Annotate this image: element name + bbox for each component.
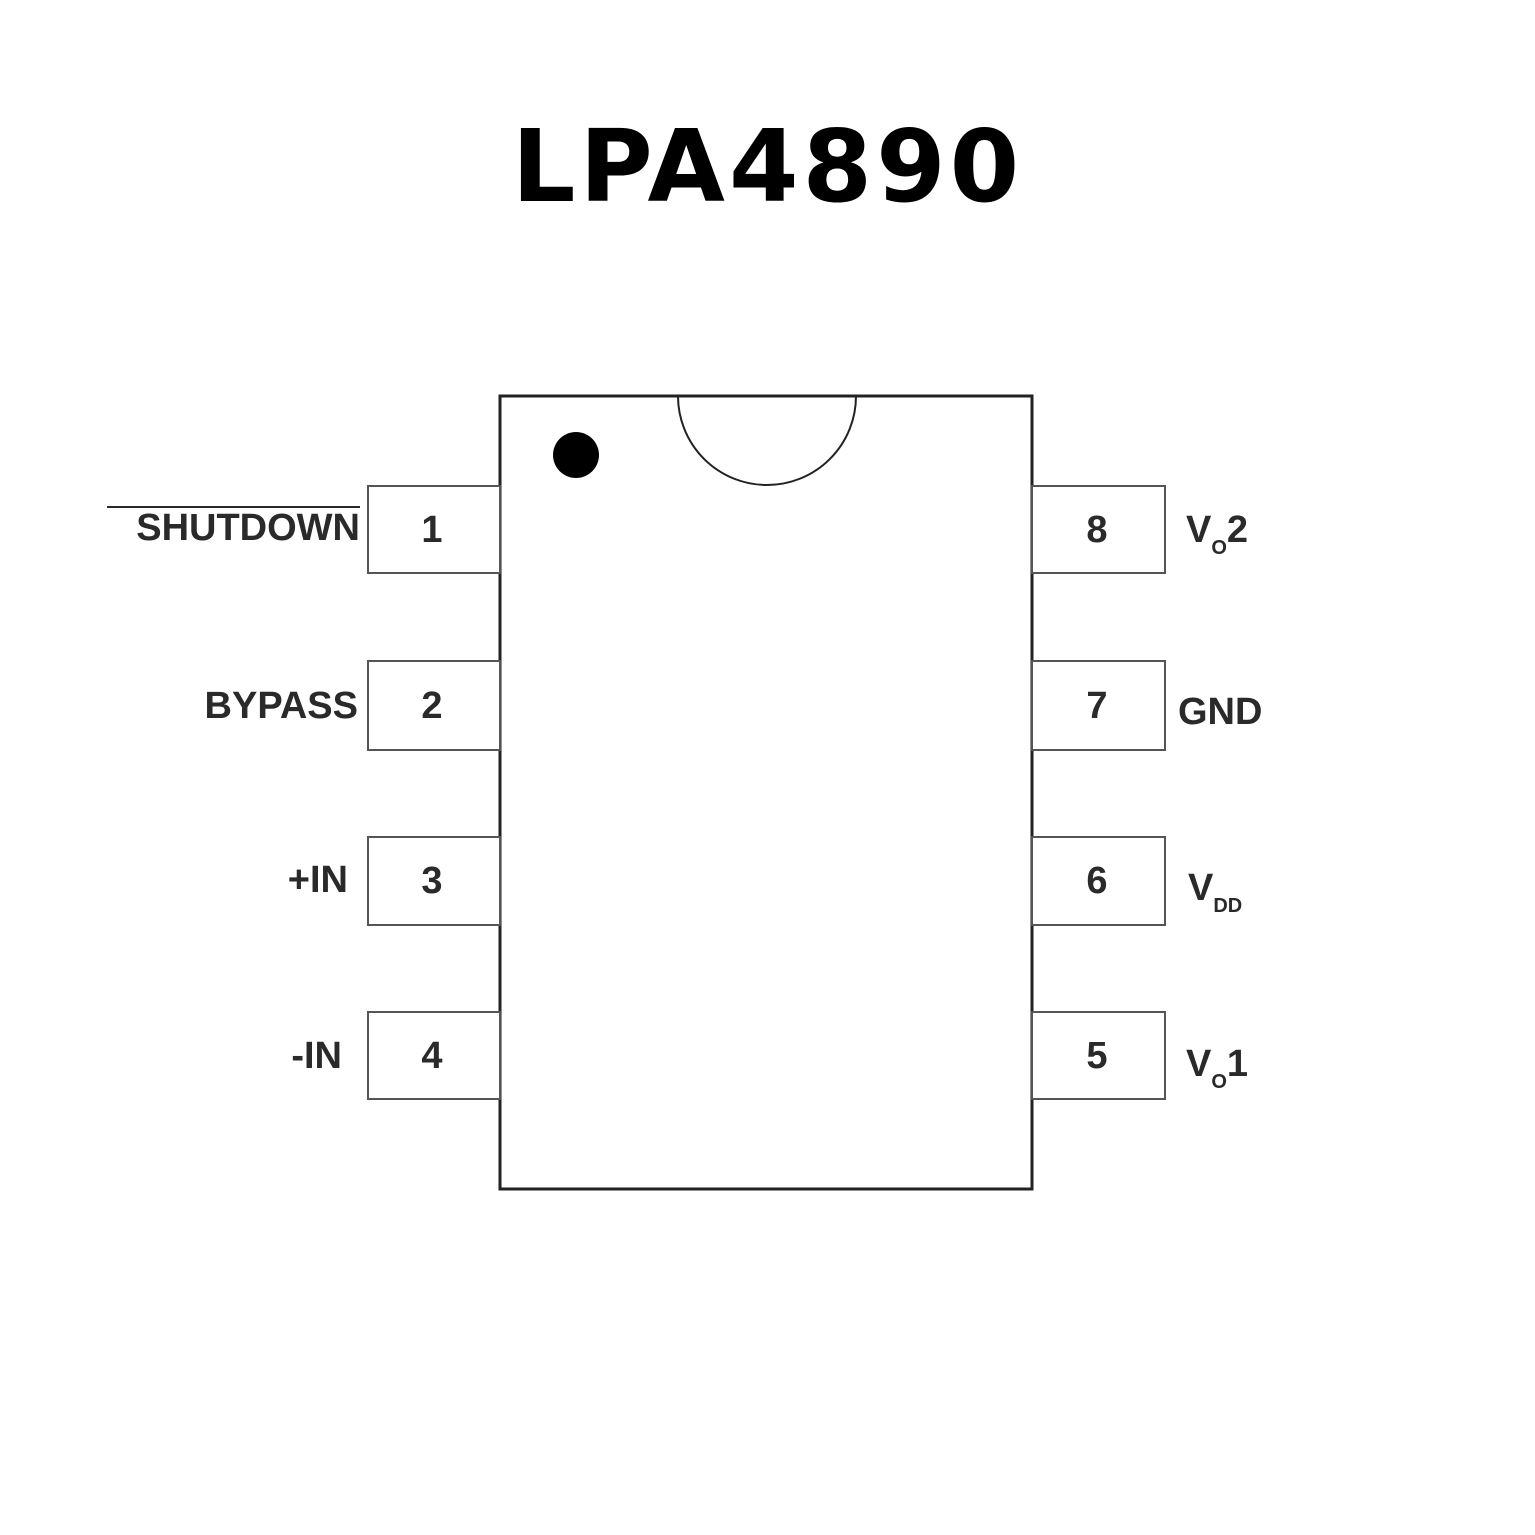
pin-number: 1 [421, 509, 442, 551]
pin-8: 8 VO2 [1031, 485, 1248, 574]
pin1-dot [553, 432, 599, 478]
pin-2: 2 BYPASS [205, 660, 501, 751]
pin-5: 5 VO1 [1031, 1011, 1248, 1100]
pin-4: 4 -IN [291, 1011, 501, 1100]
pin-6: 6 VDD [1031, 836, 1242, 926]
pin-number: 7 [1086, 685, 1107, 727]
chip-body [498, 394, 1034, 1191]
pin-label: BYPASS [205, 685, 358, 727]
pin-number: 3 [421, 860, 442, 902]
pin-1: 1 SHUTDOWN [107, 485, 501, 574]
pin-7: 7 GND [1031, 660, 1262, 751]
pin-label: VO2 [1186, 509, 1248, 559]
pin-3: 3 +IN [288, 836, 501, 926]
chip-title: LPA4890 [511, 108, 1024, 225]
pin-label: -IN [291, 1035, 342, 1077]
pin-number: 2 [421, 685, 442, 727]
pin-label: +IN [288, 859, 348, 901]
pin-number: 8 [1086, 509, 1107, 551]
pin-label: GND [1178, 691, 1262, 733]
pin-label: VO1 [1186, 1043, 1248, 1093]
pin-number: 6 [1086, 860, 1107, 902]
pin-number: 4 [421, 1035, 442, 1077]
pin-number: 5 [1086, 1035, 1107, 1077]
chip-notch [677, 395, 857, 486]
pin-label: SHUTDOWN [136, 507, 360, 549]
pin-label: VDD [1188, 867, 1242, 917]
